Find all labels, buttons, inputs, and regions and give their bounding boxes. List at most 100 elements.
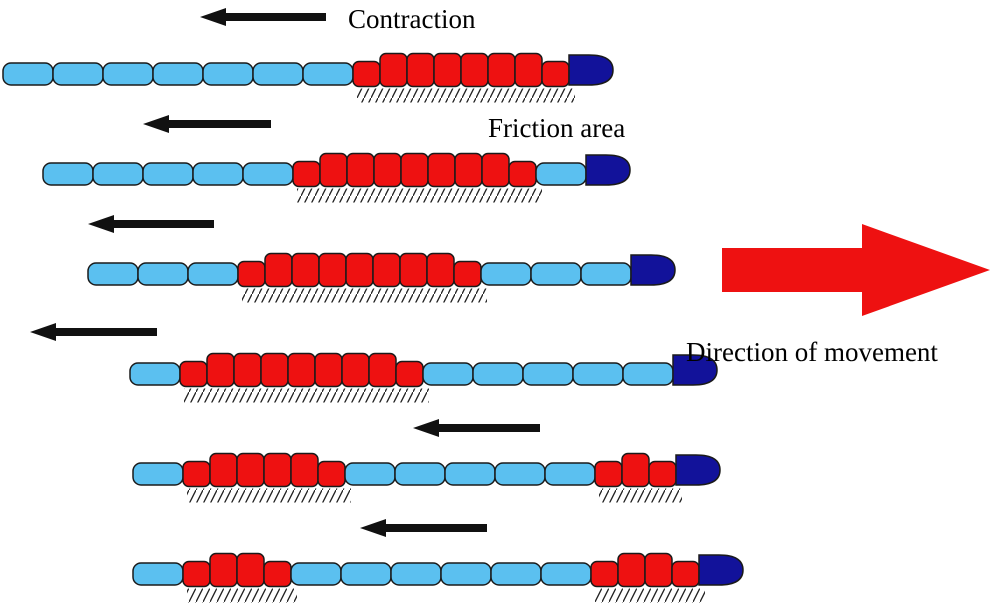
contraction-arrow-4	[30, 323, 157, 341]
extended-segment	[394, 462, 446, 486]
extended-segment	[444, 462, 496, 486]
worm-row-6	[132, 552, 744, 603]
contracted-segment	[621, 452, 650, 488]
direction-of-movement-label: Direction of movement	[686, 337, 938, 367]
worm-head	[568, 54, 614, 86]
extended-segment	[290, 562, 342, 586]
contracted-segment	[290, 452, 319, 488]
extended-segment	[132, 462, 184, 486]
contracted-segment	[317, 460, 346, 488]
extended-segment	[440, 562, 492, 586]
worm-row-3	[87, 252, 676, 303]
contracted-segment	[373, 152, 402, 188]
contracted-segment	[260, 352, 289, 388]
extended-segment	[202, 62, 254, 86]
extended-segment	[622, 362, 674, 386]
friction-hatch	[599, 488, 682, 503]
worm-row-5	[132, 452, 721, 503]
contracted-segment	[594, 460, 623, 488]
contracted-segment	[263, 452, 292, 488]
friction-hatch	[187, 488, 351, 503]
extended-segment	[572, 362, 624, 386]
contracted-segment	[372, 252, 401, 288]
worm-head	[630, 254, 676, 286]
extended-segment	[192, 162, 244, 186]
worm-row-2	[42, 152, 631, 203]
contracted-segment	[291, 252, 320, 288]
contracted-segment	[292, 160, 321, 188]
contracted-segment	[182, 560, 211, 588]
extended-segment	[52, 62, 104, 86]
friction-hatch	[242, 288, 487, 303]
contracted-segment	[433, 52, 462, 88]
contraction-arrow-1	[200, 8, 326, 26]
contracted-segment	[426, 252, 455, 288]
contracted-segment	[236, 452, 265, 488]
contraction-arrow-6	[360, 519, 487, 537]
extended-segment	[242, 162, 294, 186]
contracted-segment	[182, 460, 211, 488]
friction-area-label: Friction area	[488, 113, 626, 143]
worm-head	[675, 454, 721, 486]
extended-segment	[42, 162, 94, 186]
extended-segment	[129, 362, 181, 386]
contracted-segment	[590, 560, 619, 588]
extended-segment	[540, 562, 592, 586]
contracted-segment	[508, 160, 537, 188]
contracted-segment	[481, 152, 510, 188]
contracted-segment	[541, 60, 570, 88]
worm-row-4	[129, 352, 718, 403]
friction-hatch	[297, 188, 542, 203]
contracted-segment	[460, 52, 489, 88]
contracted-segment	[314, 352, 343, 388]
contracted-segment	[264, 252, 293, 288]
extended-segment	[535, 162, 587, 186]
worm-head	[585, 154, 631, 186]
extended-segment	[87, 262, 139, 286]
contracted-segment	[236, 552, 265, 588]
extended-segment	[544, 462, 596, 486]
contracted-segment	[237, 260, 266, 288]
extended-segment	[390, 562, 442, 586]
extended-segment	[344, 462, 396, 486]
worm-row-1	[2, 52, 614, 103]
friction-hatch	[357, 88, 575, 103]
contracted-segment	[209, 552, 238, 588]
extended-segment	[102, 62, 154, 86]
friction-hatch	[184, 388, 429, 403]
extended-segment	[480, 262, 532, 286]
contracted-segment	[399, 252, 428, 288]
worm-rows	[2, 52, 744, 603]
contracted-segment	[346, 152, 375, 188]
friction-hatch	[595, 588, 705, 603]
contracted-segment	[400, 152, 429, 188]
contraction-arrow-5	[413, 419, 540, 437]
extended-segment	[92, 162, 144, 186]
direction-of-movement-arrow	[722, 224, 990, 316]
contraction-label: Contraction	[348, 4, 476, 34]
extended-segment	[302, 62, 354, 86]
contracted-segment	[209, 452, 238, 488]
contraction-arrow-3	[88, 215, 214, 233]
friction-hatch	[187, 588, 297, 603]
contracted-segment	[671, 560, 700, 588]
contracted-segment	[379, 52, 408, 88]
extended-segment	[580, 262, 632, 286]
extended-segment	[2, 62, 54, 86]
contracted-segment	[644, 552, 673, 588]
contracted-segment	[287, 352, 316, 388]
extended-segment	[490, 562, 542, 586]
extended-segment	[472, 362, 524, 386]
contracted-segment	[341, 352, 370, 388]
extended-segment	[137, 262, 189, 286]
contracted-segment	[514, 52, 543, 88]
contracted-segment	[319, 152, 348, 188]
extended-segment	[142, 162, 194, 186]
contracted-segment	[318, 252, 347, 288]
contracted-segment	[352, 60, 381, 88]
extended-segment	[187, 262, 239, 286]
contracted-segment	[263, 560, 292, 588]
extended-segment	[522, 362, 574, 386]
extended-segment	[340, 562, 392, 586]
extended-segment	[132, 562, 184, 586]
